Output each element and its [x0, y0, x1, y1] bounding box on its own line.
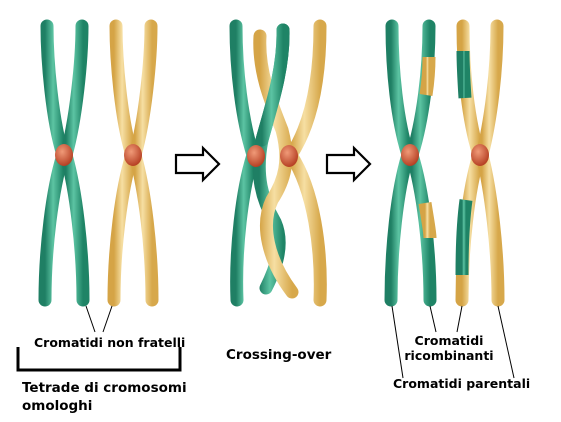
yellow-chromatid [253, 29, 299, 299]
pointer-line [391, 305, 404, 379]
green-chromatid [255, 23, 290, 147]
pointer-line [102, 305, 113, 333]
recombinant-segment-yellow [418, 201, 437, 239]
tetrad-bracket [16, 347, 182, 372]
centromere [247, 145, 265, 167]
recombinant-label-line1: Cromatidi [414, 333, 484, 348]
pointer-line [456, 305, 463, 333]
recombinant-segment-green [455, 199, 473, 276]
crossing-over-panel [229, 19, 327, 307]
tetrad-panel [16, 19, 182, 372]
tetrad-label-line1: Tetrade di cromosomi [22, 380, 187, 396]
recombinant-segment-green [456, 50, 472, 99]
centromere [124, 144, 142, 166]
centromere [280, 145, 298, 167]
centromere [55, 144, 73, 166]
crossing-over-label: Crossing-over [226, 347, 332, 363]
pointer-line [85, 305, 96, 333]
centromere [401, 144, 419, 166]
centromere [471, 144, 489, 166]
non-sister-chromatids-label: Cromatidi non fratelli [34, 335, 186, 350]
pointer-line [429, 305, 437, 333]
pointer-line [497, 305, 515, 379]
recombinant-segment-yellow [419, 56, 436, 96]
recombinant-panel [384, 19, 515, 379]
recombinant-label-line2: ricombinanti [404, 348, 494, 363]
parental-chromatids-label: Cromatidi parentali [393, 376, 531, 391]
right-arrow-icon [174, 145, 221, 183]
tetrad-label-line2: omologhi [22, 398, 93, 414]
right-arrow-icon [325, 145, 372, 183]
